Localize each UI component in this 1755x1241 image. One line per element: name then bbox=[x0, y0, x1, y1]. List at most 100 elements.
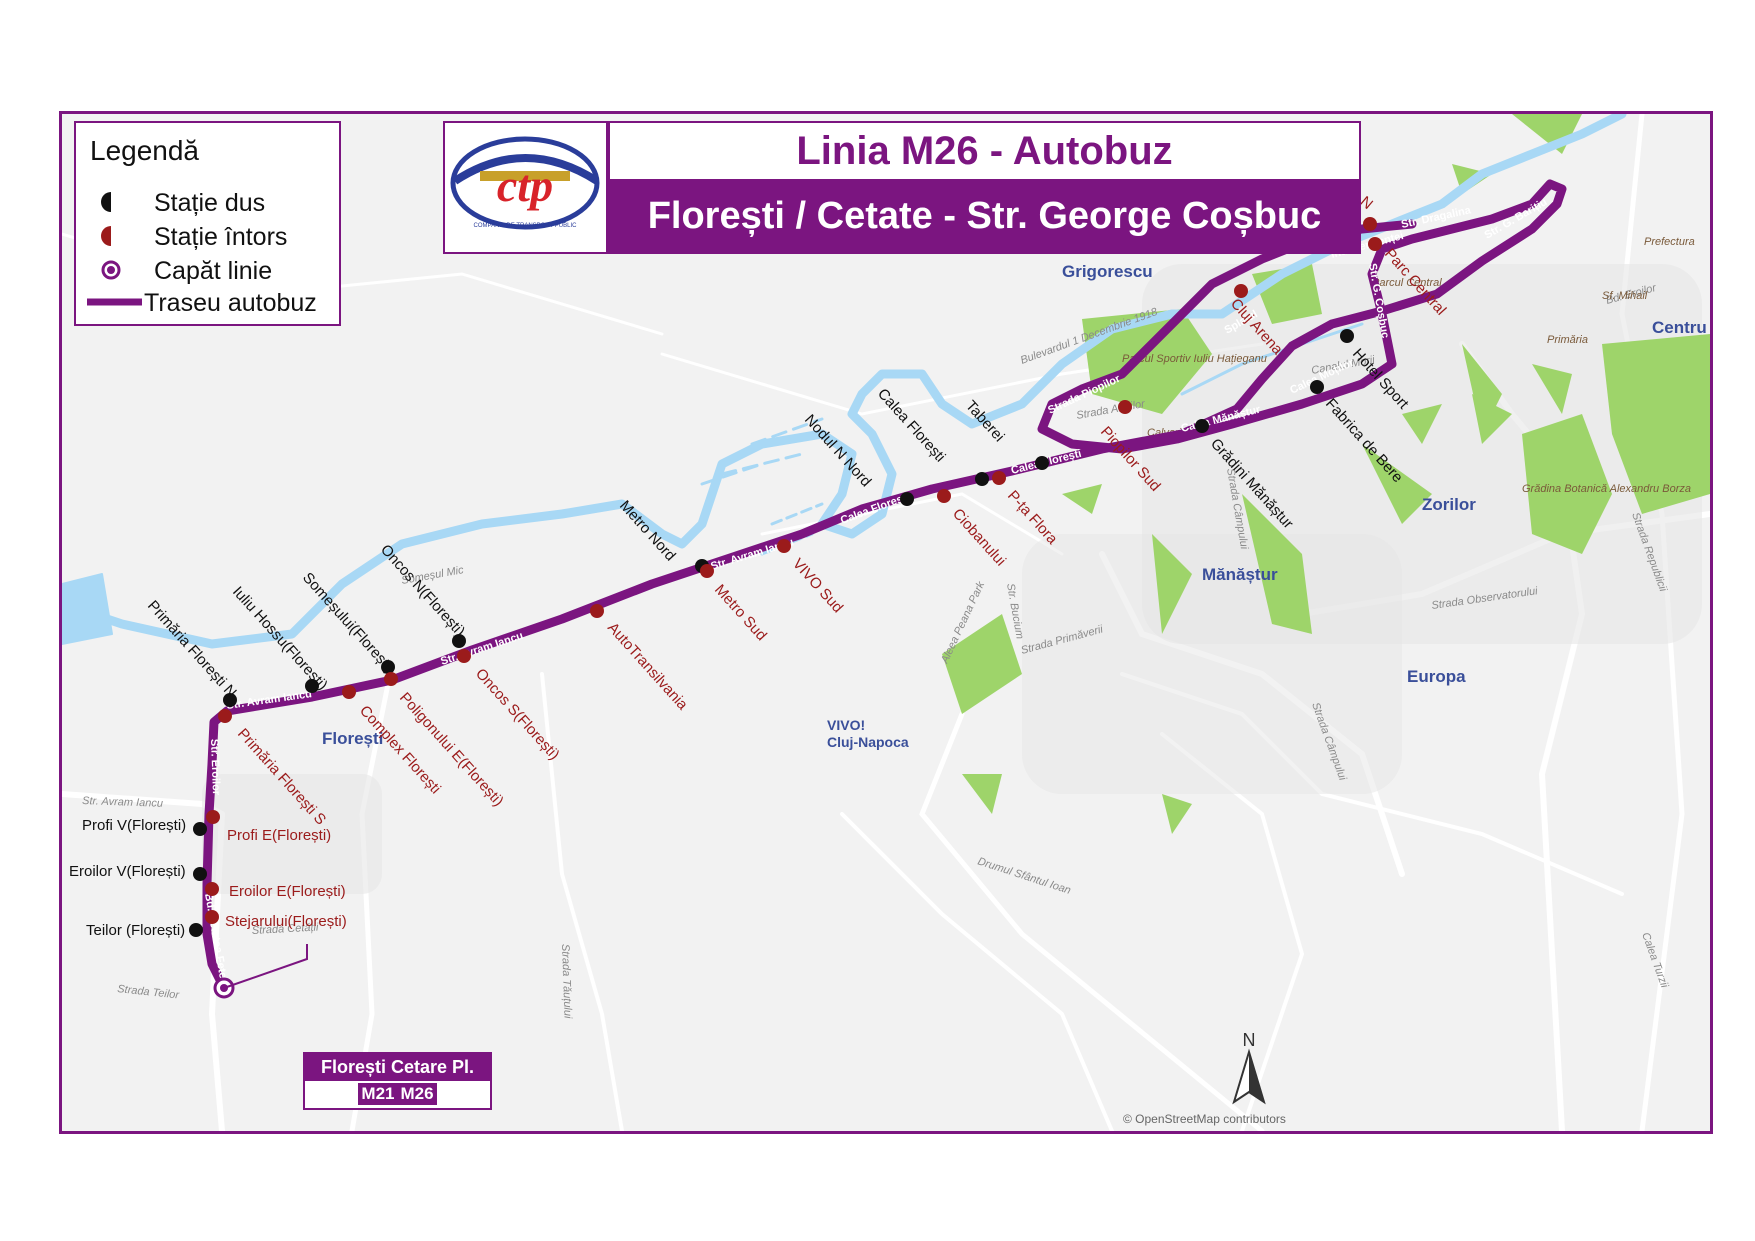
stop-intors bbox=[218, 709, 232, 723]
logo-subtext: COMPANIA DE TRANSPORT PUBLIC bbox=[474, 223, 578, 229]
legend-label: Traseu autobuz bbox=[144, 289, 317, 317]
stop-intors bbox=[590, 604, 604, 618]
somesul-mic-river bbox=[62, 114, 1627, 649]
street-label: Drumul Sfântul Ioan bbox=[976, 855, 1072, 896]
stop-dus bbox=[381, 660, 395, 674]
vivo-label-1: VIVO!Cluj-Napoca bbox=[827, 717, 909, 750]
stop-label: Eroilor V(Florești) bbox=[69, 863, 186, 880]
stop-label: AutoTransilvania bbox=[604, 619, 691, 713]
gradina-label: Grădina Botanică Alexandru Borza bbox=[1522, 483, 1691, 495]
street-label: Strada Cetății bbox=[252, 921, 320, 937]
stop-label: Profi V(Florești) bbox=[82, 817, 186, 834]
terminus-name: Florești Cetare Pl. bbox=[305, 1054, 490, 1081]
line-title: Linia M26 - Autobuz bbox=[608, 121, 1361, 181]
stop-label: Oncos S(Florești) bbox=[472, 665, 563, 763]
osm-credit: © OpenStreetMap contributors bbox=[1123, 1112, 1286, 1126]
legend-label: Capăt linie bbox=[154, 257, 273, 285]
stop-label: Stejarului(Florești) bbox=[225, 913, 347, 930]
ctp-logo: ctp COMPANIA DE TRANSPORT PUBLIC bbox=[443, 121, 608, 254]
stop-dus bbox=[452, 634, 466, 648]
stop-intors bbox=[1118, 400, 1132, 414]
legend-item-intors: Stație întors bbox=[86, 221, 336, 251]
stop-intors bbox=[1368, 237, 1382, 251]
ctp-logo-icon: ctp COMPANIA DE TRANSPORT PUBLIC bbox=[450, 136, 600, 230]
street-label: Strada Tăuțului bbox=[559, 944, 574, 1020]
stop-intors bbox=[384, 672, 398, 686]
stop-label: Teilor (Florești) bbox=[86, 922, 185, 939]
title-box: Linia M26 - Autobuz Florești / Cetate - … bbox=[608, 121, 1361, 254]
legend-box: Legendă Stație dus Stație întors Capăt l… bbox=[74, 121, 341, 326]
bus-route bbox=[202, 179, 1567, 993]
street-label: Strada Arinilor bbox=[1075, 398, 1147, 422]
district-labels: Grigorescu Centru Zorilor Mănăștur Europ… bbox=[322, 262, 1707, 748]
prefectura-label: Prefectura bbox=[1644, 236, 1695, 248]
legend-item-capat: Capăt linie bbox=[86, 255, 336, 285]
stop-label: Metro Nord bbox=[616, 497, 679, 564]
poi-labels: Parcul Sportiv Iuliu Hațieganu Parcul Ce… bbox=[827, 236, 1695, 750]
ring-purple-icon bbox=[101, 260, 121, 280]
stop-intors bbox=[205, 882, 219, 896]
stop-label: Someșului(Florești) bbox=[299, 569, 398, 676]
stop-intors bbox=[1234, 284, 1248, 298]
stop-dus bbox=[1035, 456, 1049, 470]
logo-text: ctp bbox=[497, 160, 553, 211]
stop-intors bbox=[777, 539, 791, 553]
legend-title: Legendă bbox=[90, 135, 200, 166]
stop-label: Profi E(Florești) bbox=[227, 827, 331, 844]
stop-dus bbox=[223, 693, 237, 707]
stop-dus bbox=[305, 679, 319, 693]
route-map: Str. Avram Iancu Strada Cetății Strada T… bbox=[62, 114, 1710, 1131]
terminus-marker bbox=[213, 944, 308, 999]
stop-dus bbox=[1195, 419, 1209, 433]
stop-label: Ciobanului bbox=[949, 505, 1009, 569]
half-circle-black-icon bbox=[101, 192, 111, 212]
stop-label: Oncos N(Florești) bbox=[377, 541, 468, 640]
stop-label: VIVO Sud bbox=[789, 555, 846, 616]
north-label: N bbox=[1243, 1030, 1256, 1050]
stop-intors bbox=[457, 649, 471, 663]
stop-intors bbox=[992, 471, 1006, 485]
north-arrow: N bbox=[1222, 1030, 1276, 1110]
route-title: Florești / Cetate - Str. George Coșbuc bbox=[608, 181, 1361, 254]
stop-intors bbox=[342, 685, 356, 699]
stop-intors bbox=[205, 910, 219, 924]
stop-dus bbox=[189, 923, 203, 937]
legend-item-traseu: Traseu autobuz bbox=[86, 287, 336, 317]
parc-sportiv-label: Parcul Sportiv Iuliu Hațieganu bbox=[1122, 353, 1267, 365]
svg-text:Str. Eroilor: Str. Eroilor bbox=[208, 739, 222, 796]
stop-label: Metro Sud bbox=[711, 581, 770, 644]
stop-label: Eroilor E(Florești) bbox=[229, 883, 346, 900]
st-mihail-label: Sf. Mihail bbox=[1602, 290, 1648, 302]
district-europa: Europa bbox=[1407, 667, 1466, 686]
stop-label: Poligonului E(Florești) bbox=[396, 689, 507, 809]
map-frame: Str. Avram Iancu Strada Cetății Strada T… bbox=[59, 111, 1713, 1134]
stop-dus bbox=[193, 822, 207, 836]
parks bbox=[942, 114, 1710, 834]
district-grigorescu: Grigorescu bbox=[1062, 262, 1153, 281]
legend-label: Stație întors bbox=[154, 223, 288, 251]
compass-icon: N bbox=[1232, 1030, 1266, 1105]
stop-dus bbox=[1340, 329, 1354, 343]
primaria-label: Primăria bbox=[1547, 334, 1588, 346]
stops-intors bbox=[205, 217, 1382, 924]
stop-intors bbox=[937, 489, 951, 503]
parc-central-label: Parcul Central bbox=[1372, 277, 1442, 289]
stops-dus bbox=[189, 329, 1354, 937]
stop-dus bbox=[193, 867, 207, 881]
legend-item-dus: Stație dus bbox=[86, 187, 336, 217]
half-circle-red-icon bbox=[101, 226, 111, 246]
stop-intors bbox=[700, 564, 714, 578]
legend-label: Stație dus bbox=[154, 189, 266, 217]
stop-dus bbox=[975, 472, 989, 486]
stop-intors bbox=[1363, 217, 1377, 231]
stop-label: P-ța Flora bbox=[1004, 487, 1061, 548]
line-badge: M26 bbox=[397, 1083, 437, 1105]
district-floresti: Florești bbox=[322, 729, 383, 748]
purple-line-icon bbox=[87, 298, 142, 306]
district-zorilor: Zorilor bbox=[1422, 495, 1476, 514]
street-label: Str. Avram Iancu bbox=[82, 795, 163, 810]
stop-label: Primăria Florești N bbox=[144, 597, 240, 701]
district-centru: Centru bbox=[1652, 318, 1707, 337]
